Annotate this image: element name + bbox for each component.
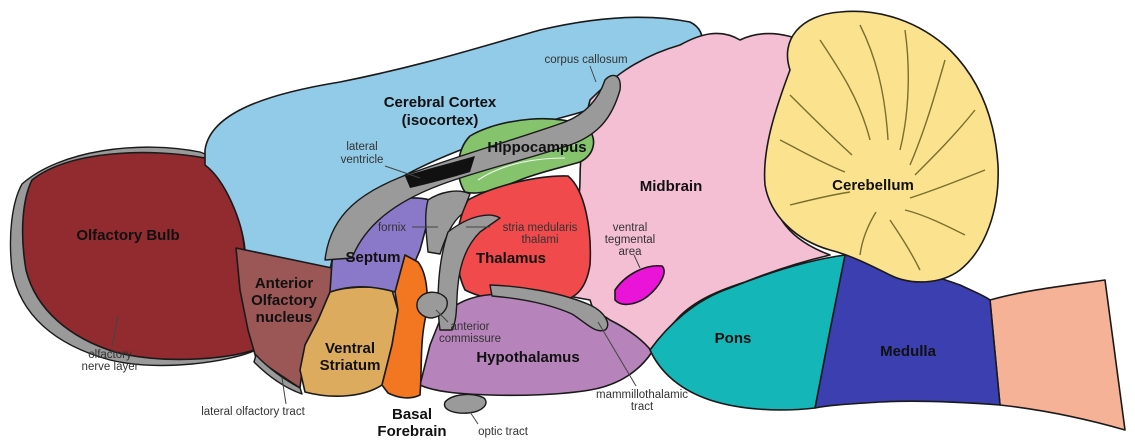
- stria-medullaris-label-line2: thalami: [521, 234, 558, 246]
- pons-label: Pons: [715, 330, 752, 347]
- septum-label: Septum: [345, 249, 400, 266]
- ventral-striatum-label-line1: Ventral: [325, 340, 375, 357]
- stria-medullaris-label-line1: stria medularis: [503, 222, 578, 234]
- anterior-olfactory-label-line3: nucleus: [256, 309, 313, 326]
- spinal-cord-region: [990, 280, 1125, 430]
- cerebral-cortex-sublabel: (isocortex): [402, 112, 479, 129]
- lateral-ventricle-label-line2: ventricle: [341, 154, 384, 166]
- basal-forebrain-label-line2: Forebrain: [377, 423, 446, 440]
- lateral-ventricle-label-line1: lateral: [346, 141, 377, 153]
- lateral-olfactory-tract-label: lateral olfactory tract: [201, 406, 305, 418]
- optic-tract-label: optic tract: [478, 426, 529, 438]
- fornix-label: fornix: [378, 222, 406, 234]
- mammillothalamic-tract-label-line1: mammillothalamic: [596, 389, 688, 401]
- anterior-olfactory-label-line1: Anterior: [255, 275, 314, 292]
- vta-label-line1: ventral: [613, 222, 648, 234]
- corpus-callosum-label: corpus callosum: [544, 54, 627, 66]
- anterior-commissure-label-line1: anterior: [451, 321, 490, 333]
- anterior-commissure-label-line2: commissure: [439, 333, 501, 345]
- cerebral-cortex-label: Cerebral Cortex: [384, 94, 497, 111]
- olfactory-bulb-label: Olfactory Bulb: [76, 227, 179, 244]
- cerebellum-label: Cerebellum: [832, 177, 914, 194]
- anterior-olfactory-label-line2: Olfactory: [251, 292, 318, 309]
- olfactory-nerve-layer-label-line2: nerve layer: [82, 361, 139, 373]
- medulla-label: Medulla: [880, 343, 936, 360]
- mammillothalamic-tract-label-line2: tract: [631, 401, 654, 413]
- vta-label-line3: area: [618, 246, 642, 258]
- vta-label-line2: tegmental: [605, 234, 656, 246]
- olfactory-nerve-layer-label-line1: olfactory: [88, 349, 132, 361]
- basal-forebrain-label-line1: Basal: [392, 406, 432, 423]
- ventral-striatum-label-line2: Striatum: [320, 357, 381, 374]
- optic-tract-shape: [445, 395, 486, 414]
- hippocampus-label: Hippocampus: [487, 139, 586, 156]
- hypothalamus-label: Hypothalamus: [476, 349, 579, 366]
- midbrain-label: Midbrain: [640, 178, 703, 195]
- thalamus-label: Thalamus: [476, 250, 546, 267]
